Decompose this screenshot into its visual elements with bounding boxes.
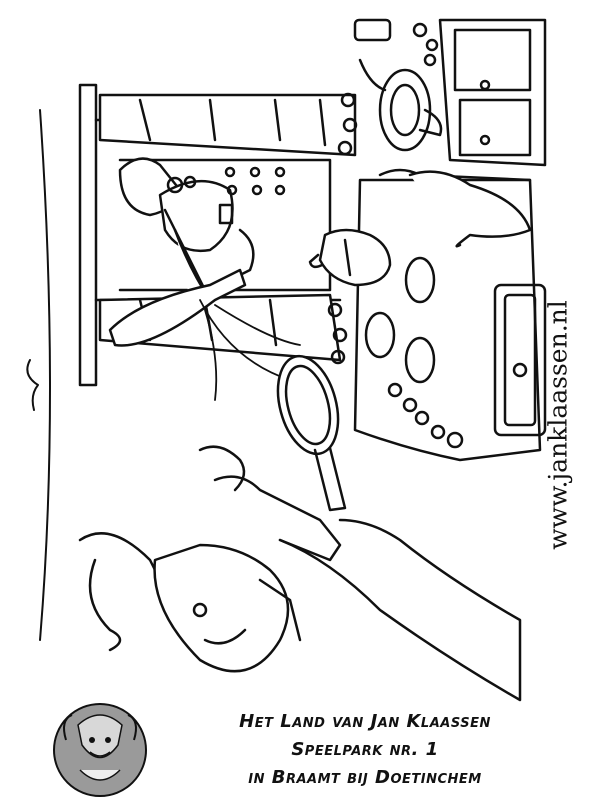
caption-line-2: Speelpark nr. 1 (291, 739, 439, 760)
stove (353, 168, 547, 462)
jan-klaassen-logo-icon (53, 703, 147, 797)
caption: Het Land van Jan Klaassen Speelpark nr. … (160, 708, 570, 792)
caption-line-1: Het Land van Jan Klaassen (239, 711, 491, 732)
frying-pan (276, 354, 347, 512)
puppet-at-window (118, 157, 286, 307)
cupboard (353, 18, 547, 167)
kettle (308, 228, 392, 287)
caption-line-3: in Braamt bij Doetinchem (248, 767, 482, 788)
website-url: www.janklaassen.nl (543, 300, 573, 550)
chef-figure (78, 445, 522, 702)
website-url-container: www.janklaassen.nl (538, 280, 578, 570)
